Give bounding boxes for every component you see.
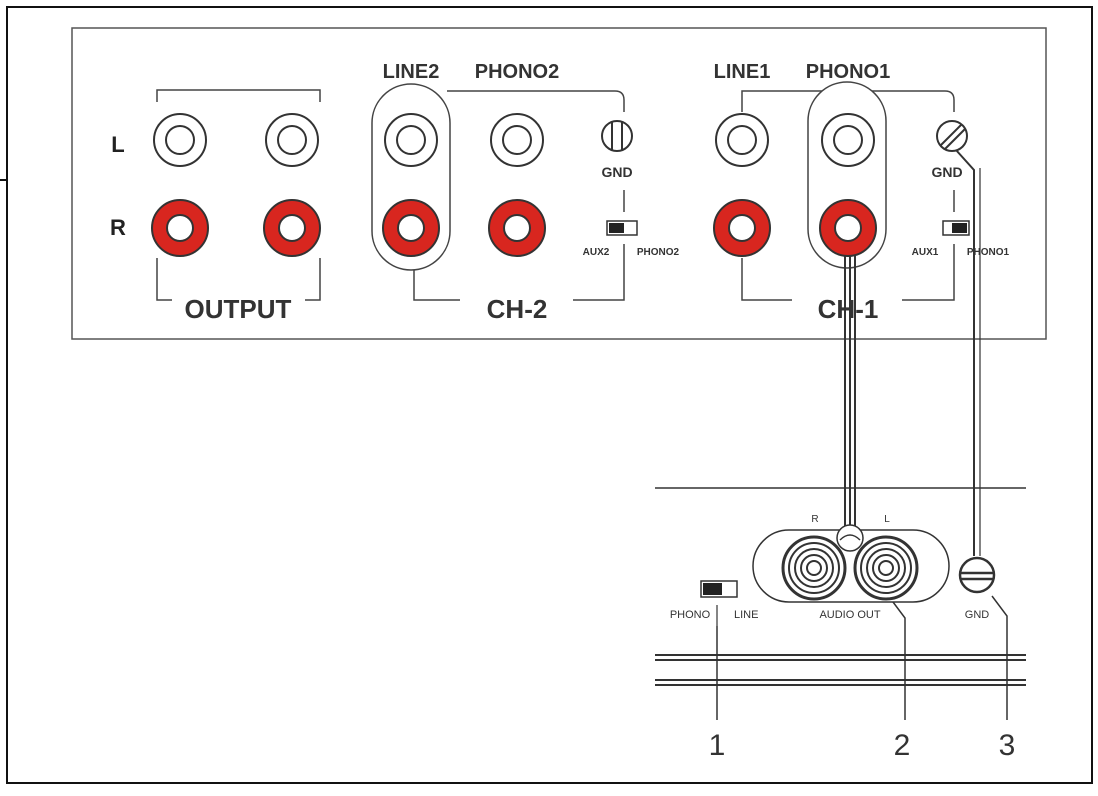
turntable-r-label: R: [811, 514, 818, 525]
ch1-phono-label: PHONO1: [806, 61, 890, 83]
cable-split-icon: [836, 524, 864, 552]
output-r-jack-1[interactable]: [151, 199, 209, 257]
output-bottom-bracket: [156, 258, 321, 301]
ch2-gnd-label: GND: [601, 164, 632, 180]
callout-3: 3: [999, 729, 1016, 762]
ch2-line-r-jack[interactable]: [382, 199, 440, 257]
output-l-jack-2[interactable]: [265, 113, 319, 167]
ch2-top-bracket: [447, 90, 625, 112]
ch1-line-label: LINE1: [714, 61, 771, 83]
output-r-jack-2[interactable]: [263, 199, 321, 257]
ground-wire: [955, 149, 975, 556]
ch1-line-l-jack[interactable]: [715, 113, 769, 167]
audio-out-l-jack[interactable]: [853, 535, 919, 601]
ch2-phono-r-jack[interactable]: [488, 199, 546, 257]
ch1-phono-r-jack[interactable]: [819, 199, 877, 257]
ch1-input-switch[interactable]: [942, 220, 970, 236]
ch2-phono-l-jack[interactable]: [490, 113, 544, 167]
ch2-gnd-screw-icon[interactable]: [601, 120, 633, 152]
ch1-switch-left-label: AUX1: [912, 247, 939, 258]
ch1-bottom-bracket: [741, 244, 955, 301]
ch1-label: CH-1: [818, 294, 879, 324]
ch1-gnd-screw-icon[interactable]: [936, 120, 968, 152]
phono-line-switch[interactable]: [700, 580, 738, 598]
callout-1: 1: [709, 729, 726, 762]
ch2-switch-left-label: AUX2: [583, 247, 610, 258]
callout-2-leader: [892, 601, 906, 720]
ch1-gnd-label: GND: [931, 164, 962, 180]
ch2-label: CH-2: [487, 294, 548, 324]
row-label-r: R: [110, 215, 126, 240]
ch2-line-label: LINE2: [383, 61, 440, 83]
audio-out-label: AUDIO OUT: [819, 609, 880, 621]
audio-cable: [844, 255, 856, 538]
output-top-bracket: [156, 89, 321, 102]
output-l-jack-1[interactable]: [153, 113, 207, 167]
ch1-phono-l-jack[interactable]: [821, 113, 875, 167]
turntable-gnd-screw-icon[interactable]: [958, 556, 996, 594]
ch1-top-bracket: [741, 90, 955, 112]
callout-2: 2: [894, 729, 911, 762]
ch2-phono-label: PHONO2: [475, 61, 559, 83]
turntable-gnd-label: GND: [965, 609, 990, 621]
audio-out-r-jack[interactable]: [781, 535, 847, 601]
output-label: OUTPUT: [185, 294, 292, 324]
turntable-l-label: L: [884, 514, 890, 525]
ch2-switch-right-label: PHONO2: [637, 247, 680, 258]
ch2-line-l-jack[interactable]: [384, 113, 438, 167]
ch1-switch-right-label: PHONO1: [967, 247, 1010, 258]
ch2-line-highlight: [371, 83, 451, 271]
ch2-input-switch[interactable]: [606, 220, 638, 236]
callout-3-leader: [991, 595, 1008, 720]
row-label-l: L: [111, 132, 124, 157]
switch-phono-label: PHONO: [670, 609, 711, 621]
switch-line-label: LINE: [734, 609, 758, 621]
ch1-line-r-jack[interactable]: [713, 199, 771, 257]
ch2-bottom-bracket: [413, 244, 625, 301]
